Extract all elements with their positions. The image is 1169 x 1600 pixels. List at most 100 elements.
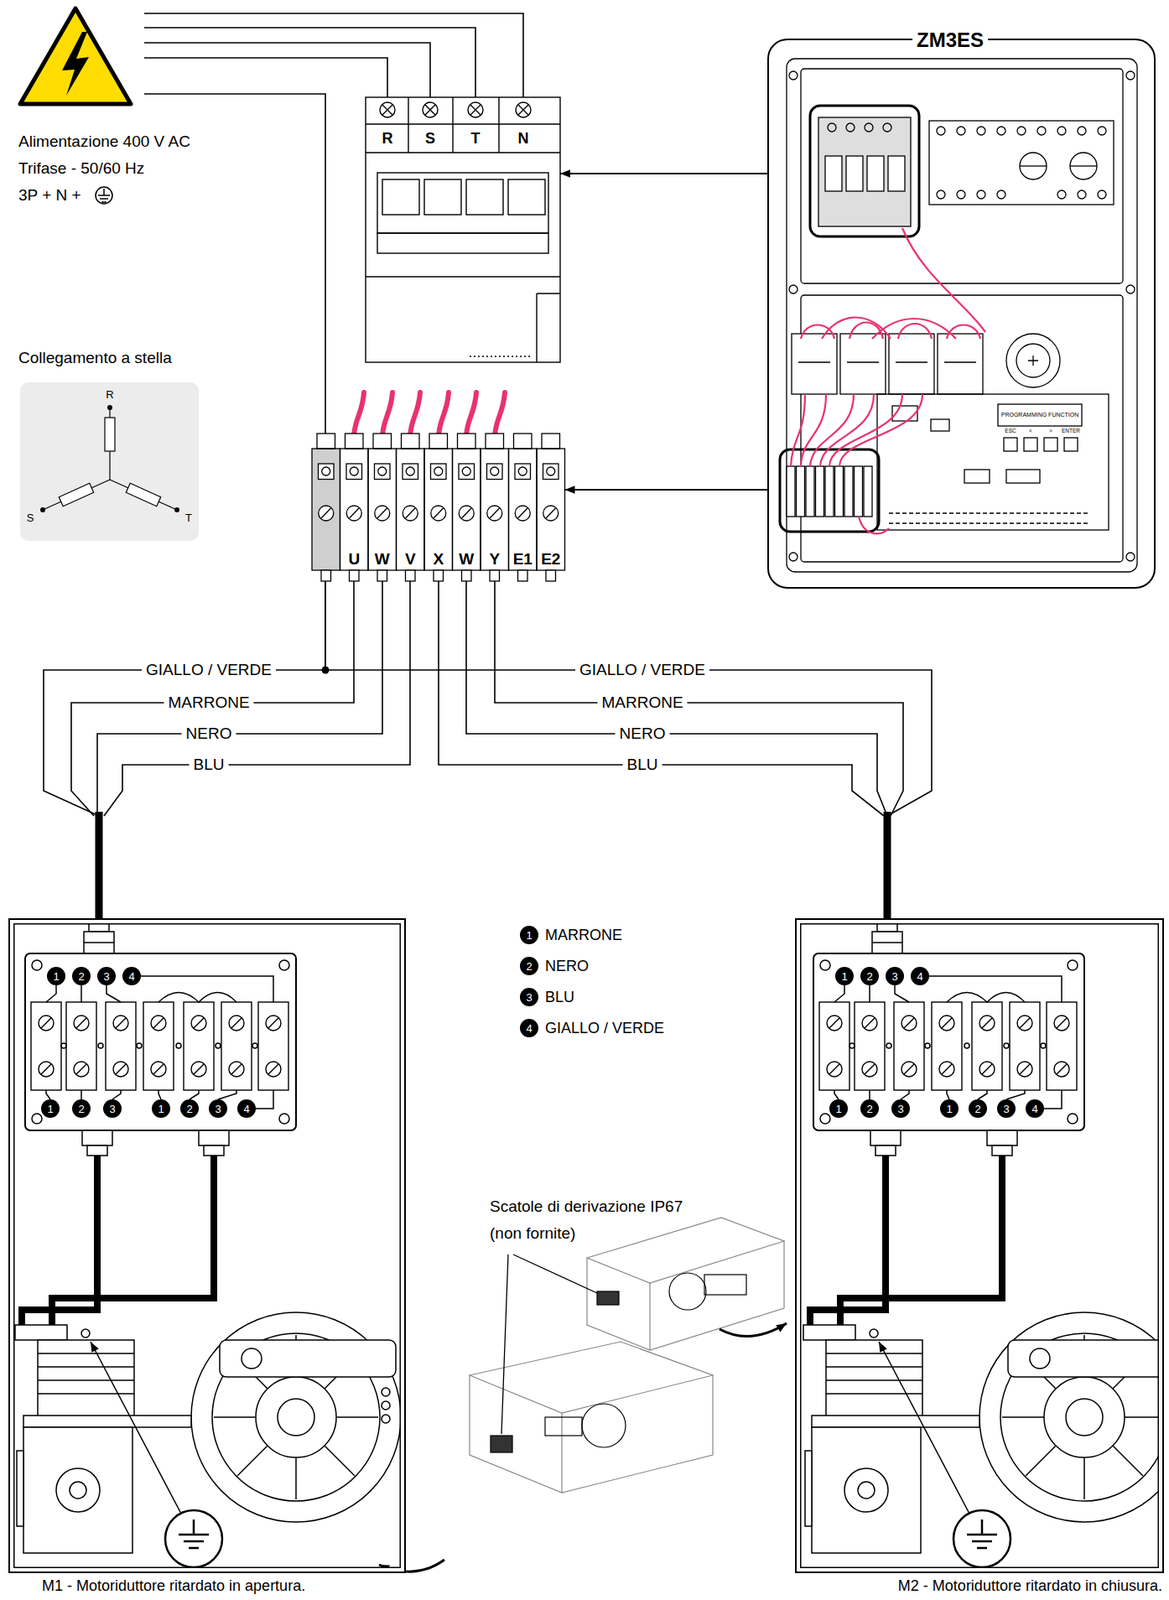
control-panel-detail xyxy=(956,190,966,199)
motor-assembly xyxy=(136,1043,142,1049)
callout-number: 3 xyxy=(885,966,905,986)
control-panel-detail xyxy=(956,126,966,136)
leader-line xyxy=(501,1254,598,1434)
control-panel-detail xyxy=(888,333,935,395)
earth-wire xyxy=(325,581,932,919)
motor-assembly xyxy=(241,1348,262,1369)
callout-number: 4 xyxy=(910,966,930,986)
control-panel-detail xyxy=(1097,126,1107,136)
pink-wire xyxy=(353,392,505,438)
callout-number: 2 xyxy=(519,956,539,976)
pink-wire xyxy=(410,392,421,438)
wire-color-name: BLU xyxy=(545,988,575,1007)
note-text: Scatole di derivazione IP67 xyxy=(489,1197,683,1216)
motor-assembly xyxy=(277,1398,315,1436)
control-panel-detail xyxy=(997,126,1006,136)
motor-assembly xyxy=(143,1002,174,1091)
terminal-label: V xyxy=(405,550,416,569)
circuit-breaker xyxy=(467,102,484,118)
motor-assembly xyxy=(69,1481,87,1499)
motor-assembly xyxy=(203,1145,224,1156)
control-panel-detail xyxy=(929,120,1114,205)
pink-wire xyxy=(821,317,891,340)
leader-line xyxy=(513,1254,598,1294)
supply-text: Alimentazione 400 V AC xyxy=(18,132,191,151)
control-panel-detail xyxy=(786,58,1138,572)
callout-number: 1 xyxy=(519,925,539,945)
callout-number: 4 xyxy=(1025,1099,1045,1118)
motor-assembly xyxy=(221,1002,252,1091)
control-panel-detail xyxy=(1006,469,1040,484)
motor-assembly xyxy=(23,1427,133,1554)
motor-assembly xyxy=(381,1401,390,1410)
motor-assembly xyxy=(23,1415,192,1428)
callout-number: 1 xyxy=(151,1099,171,1118)
control-panel-detail xyxy=(1016,343,1050,378)
control-panel-detail xyxy=(888,513,1091,524)
callout-number: 1 xyxy=(940,1099,959,1118)
control-panel-detail xyxy=(791,333,837,395)
terminal-block xyxy=(311,433,341,582)
control-panel-detail xyxy=(846,123,855,132)
control-panel-detail xyxy=(936,126,946,136)
wire-color-label: NERO xyxy=(181,724,237,743)
control-panel-detail xyxy=(818,117,911,227)
control-panel-detail xyxy=(825,155,842,192)
junction-box-illustration xyxy=(545,1417,582,1436)
terminal-block xyxy=(452,433,482,582)
control-panel-detail xyxy=(789,71,798,80)
control-panel-detail xyxy=(976,190,986,199)
callout-number: 1 xyxy=(41,1099,60,1118)
motor-assembly xyxy=(83,941,115,944)
motor-caption: M1 - Motoriduttore ritardato in apertura… xyxy=(41,1577,306,1596)
control-panel-detail xyxy=(1037,126,1046,136)
callout-number: 2 xyxy=(968,1099,988,1118)
motor-assembly xyxy=(83,931,115,954)
callout-number: 2 xyxy=(860,1099,879,1118)
ground-symbol xyxy=(95,187,113,204)
pink-wire xyxy=(810,394,854,467)
junction-box-illustration xyxy=(469,1217,785,1493)
circuit-breaker xyxy=(469,355,530,357)
supply-text: Trifase - 50/60 Hz xyxy=(18,159,145,178)
junction-box-illustration xyxy=(581,1403,626,1448)
control-panel-detail xyxy=(997,404,1082,427)
control-panel-detail xyxy=(1097,190,1107,199)
control-panel-detail xyxy=(997,190,1006,199)
pink-wire xyxy=(820,394,874,467)
terminal-block xyxy=(396,433,426,582)
curved-arrow xyxy=(379,1559,445,1572)
motor-assembly xyxy=(66,1002,97,1091)
control-panel-detail xyxy=(864,123,873,132)
star-diagram xyxy=(174,507,180,513)
control-panel-detail xyxy=(937,333,983,395)
circuit-breaker xyxy=(379,102,395,118)
motor-assembly xyxy=(37,1353,135,1394)
motor-assembly xyxy=(219,1340,396,1377)
circuit-breaker xyxy=(377,233,549,254)
motor-caption: M2 - Motoriduttore ritardato in chiusura… xyxy=(898,1577,1163,1596)
control-panel-detail xyxy=(1044,437,1058,452)
motor-assembly xyxy=(16,1450,24,1527)
motor-wire xyxy=(438,581,884,816)
control-panel-detail xyxy=(827,123,837,132)
terminal-label: U xyxy=(348,550,360,569)
motor-assembly xyxy=(279,1113,290,1124)
wire-color-name: NERO xyxy=(545,957,589,976)
motor-assembly xyxy=(31,1113,42,1124)
wire-color-name: MARRONE xyxy=(545,926,623,945)
callout-number: 2 xyxy=(180,1099,199,1118)
junction-box-illustration xyxy=(490,1435,513,1453)
terminal-block xyxy=(311,433,566,582)
motor-assembly xyxy=(61,1043,67,1049)
circuit-breaker xyxy=(508,179,546,215)
terminal-block: UWVXWYE1E2 xyxy=(311,433,566,582)
motor-assembly xyxy=(105,1002,136,1091)
panel-title: ZM3ES xyxy=(912,28,988,52)
button-label: > xyxy=(1049,427,1053,434)
terminal-label: T xyxy=(471,129,481,148)
star-connection-box: Collegamento a stellaRST xyxy=(20,382,199,541)
circuit-breaker xyxy=(425,104,436,115)
control-panel-detail xyxy=(877,394,1109,530)
